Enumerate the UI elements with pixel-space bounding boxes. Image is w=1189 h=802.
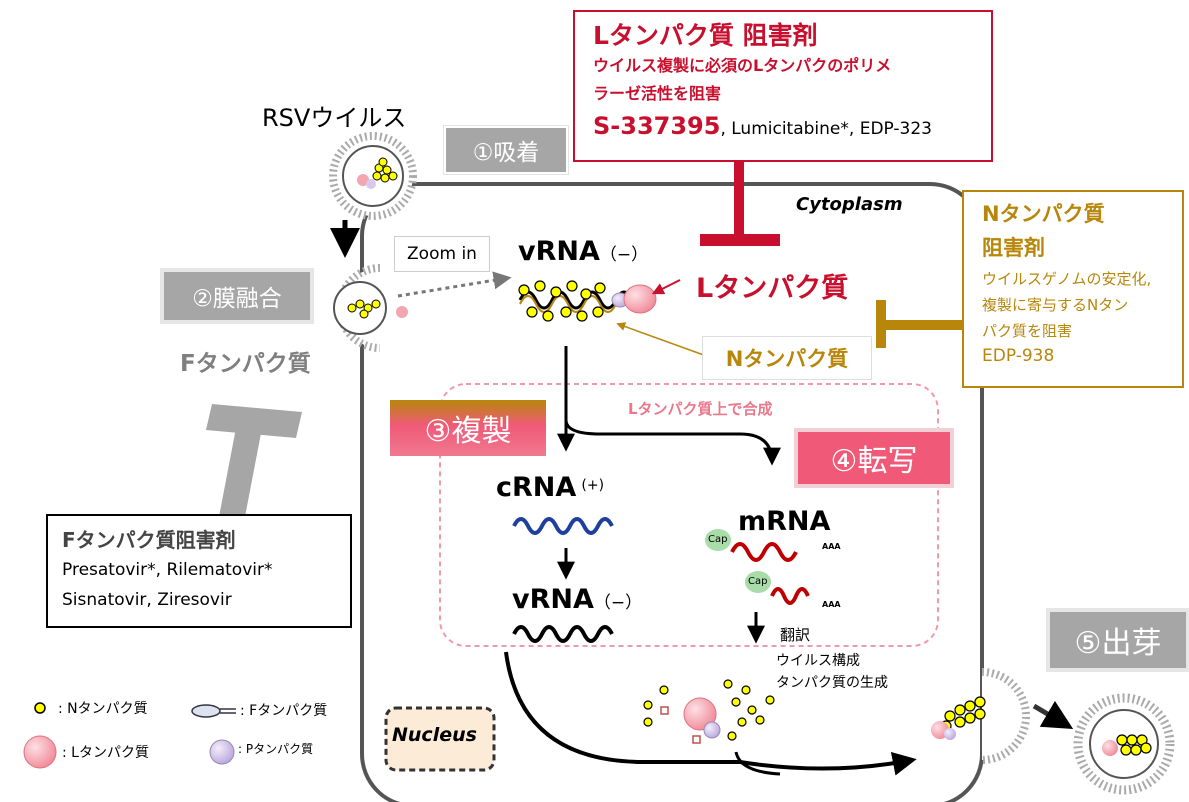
l-inhibitor-desc-1: ウイルス複製に必須のLタンパクのポリメ <box>593 56 892 75</box>
vrna-bottom-label: vRNA（−） <box>512 584 642 615</box>
cytoplasm-label: Cytoplasm <box>796 194 903 215</box>
l-pointer-arrow <box>651 279 681 295</box>
crna-label: cRNA (+) <box>496 472 604 503</box>
arrow-assembly-join <box>734 751 781 776</box>
legend-f-label: : Fタンパク質 <box>240 703 328 719</box>
n-inhibitor-drug: EDP-938 <box>982 346 1055 366</box>
cap-2-icon <box>745 571 771 593</box>
virus-title: RSVウイルス <box>262 104 407 132</box>
mrna-strand-2 <box>770 587 810 605</box>
f-inhibitor-box: Fタンパク質阻害剤 Presatovir*, Rilematovir* Sisn… <box>46 514 352 628</box>
step-4-label: ④転写 <box>798 432 950 484</box>
vrna-top-label: vRNA（−） <box>518 236 648 267</box>
step-2-label: ②膜融合 <box>164 272 310 320</box>
mrna-strand-1 <box>730 542 798 562</box>
virion-fusion-icon <box>333 264 408 352</box>
legend-p-label: : Pタンパク質 <box>238 742 314 756</box>
cap-1-icon <box>705 529 731 551</box>
virion-top-icon <box>329 132 417 220</box>
vrna-bottom-squiggle <box>512 625 614 643</box>
n-inhibitor-title-1: Nタンパク質 <box>982 202 1105 226</box>
arrow-transcribe <box>564 419 781 466</box>
translation-line-1: 翻訳 <box>780 626 811 644</box>
arrow-assembly <box>504 651 917 776</box>
aaa-1-label: AAA <box>822 542 841 551</box>
f-inhibitor-title: Fタンパク質阻害剤 <box>62 528 236 552</box>
vrna-bottom-text: vRNA <box>512 584 594 615</box>
translation-line-2: ウイルス構成 <box>776 653 860 669</box>
crna-text: cRNA <box>496 472 577 503</box>
crna-squiggle <box>512 517 614 535</box>
l-inhibitor-drug-main: S-337395 <box>593 112 721 140</box>
step-3-label: ③複製 <box>390 400 546 456</box>
zoom-arrow <box>397 271 512 298</box>
l-inhibitor-desc-2: ラーゼ活性を阻害 <box>593 84 722 103</box>
vrna-top-sign: （−） <box>599 245 649 265</box>
vrna-bottom-sign: （−） <box>593 593 643 613</box>
legend-n-label: : Nタンパク質 <box>58 701 148 717</box>
n-inhibition-bar <box>876 300 962 348</box>
legend-n-icon <box>34 702 46 714</box>
mrna-label: mRNA <box>738 506 831 537</box>
virion-budding-icon <box>931 668 1030 764</box>
f-inhibitor-drugs-2: Sisnatovir, Ziresovir <box>62 590 232 610</box>
legend-l-icon <box>23 735 57 769</box>
step-1-label: ①吸着 <box>444 126 568 174</box>
n-inhibitor-desc-3: パク質を阻害 <box>982 322 1073 340</box>
zoom-in-label: Zoom in <box>394 236 490 272</box>
aaa-2-label: AAA <box>822 600 841 609</box>
vrna-nucleocapsid-icon <box>518 280 657 322</box>
legend-f-icon <box>191 704 236 718</box>
l-inhibitor-drug-rest: , Lumicitabine*, EDP-323 <box>720 119 932 139</box>
step-5-label: ⑤出芽 <box>1050 612 1186 668</box>
virion-released-icon <box>1073 693 1175 795</box>
l-inhibitor-title: Lタンパク質 阻害剤 <box>593 21 818 50</box>
arrow-release <box>1032 700 1074 730</box>
cap-1-label: Cap <box>708 534 728 545</box>
nucleus-box <box>384 706 496 772</box>
nucleus-label: Nucleus <box>392 724 477 746</box>
n-inhibitor-title-2: 阻害剤 <box>982 236 1045 260</box>
n-pointer-arrow <box>616 322 713 359</box>
synthesis-note: Lタンパク質上で合成 <box>628 400 773 418</box>
f-inhibition-bar <box>206 404 302 522</box>
cap-2-label: Cap <box>748 576 768 587</box>
translation-line-3: タンパク質の生成 <box>776 675 888 691</box>
l-inhibitor-box: Lタンパク質 阻害剤 ウイルス複製に必須のLタンパクのポリメ ラーゼ活性を阻害 … <box>573 10 993 162</box>
l-inhibitor-drugs: S-337395, Lumicitabine*, EDP-323 <box>593 112 932 140</box>
n-inhibitor-desc-1: ウイルスゲノムの安定化, <box>982 270 1152 288</box>
vrna-top-text: vRNA <box>518 236 600 267</box>
legend-p-icon <box>209 739 235 765</box>
protein-cluster-icon <box>643 679 775 744</box>
legend-l-label: : Lタンパク質 <box>62 745 149 761</box>
n-inhibitor-desc-2: 複製に寄与するNタン <box>982 296 1129 314</box>
crna-sign: (+) <box>581 477 605 494</box>
n-inhibitor-box: Nタンパク質 阻害剤 ウイルスゲノムの安定化, 複製に寄与するNタン パク質を阻… <box>962 190 1184 388</box>
n-protein-label: Nタンパク質 <box>702 336 872 380</box>
f-protein-label: Fタンパク質 <box>180 351 311 377</box>
f-inhibitor-drugs-1: Presatovir*, Rilematovir* <box>62 560 273 580</box>
l-inhibition-bar <box>700 162 780 246</box>
l-protein-label: Lタンパク質 <box>696 273 849 304</box>
